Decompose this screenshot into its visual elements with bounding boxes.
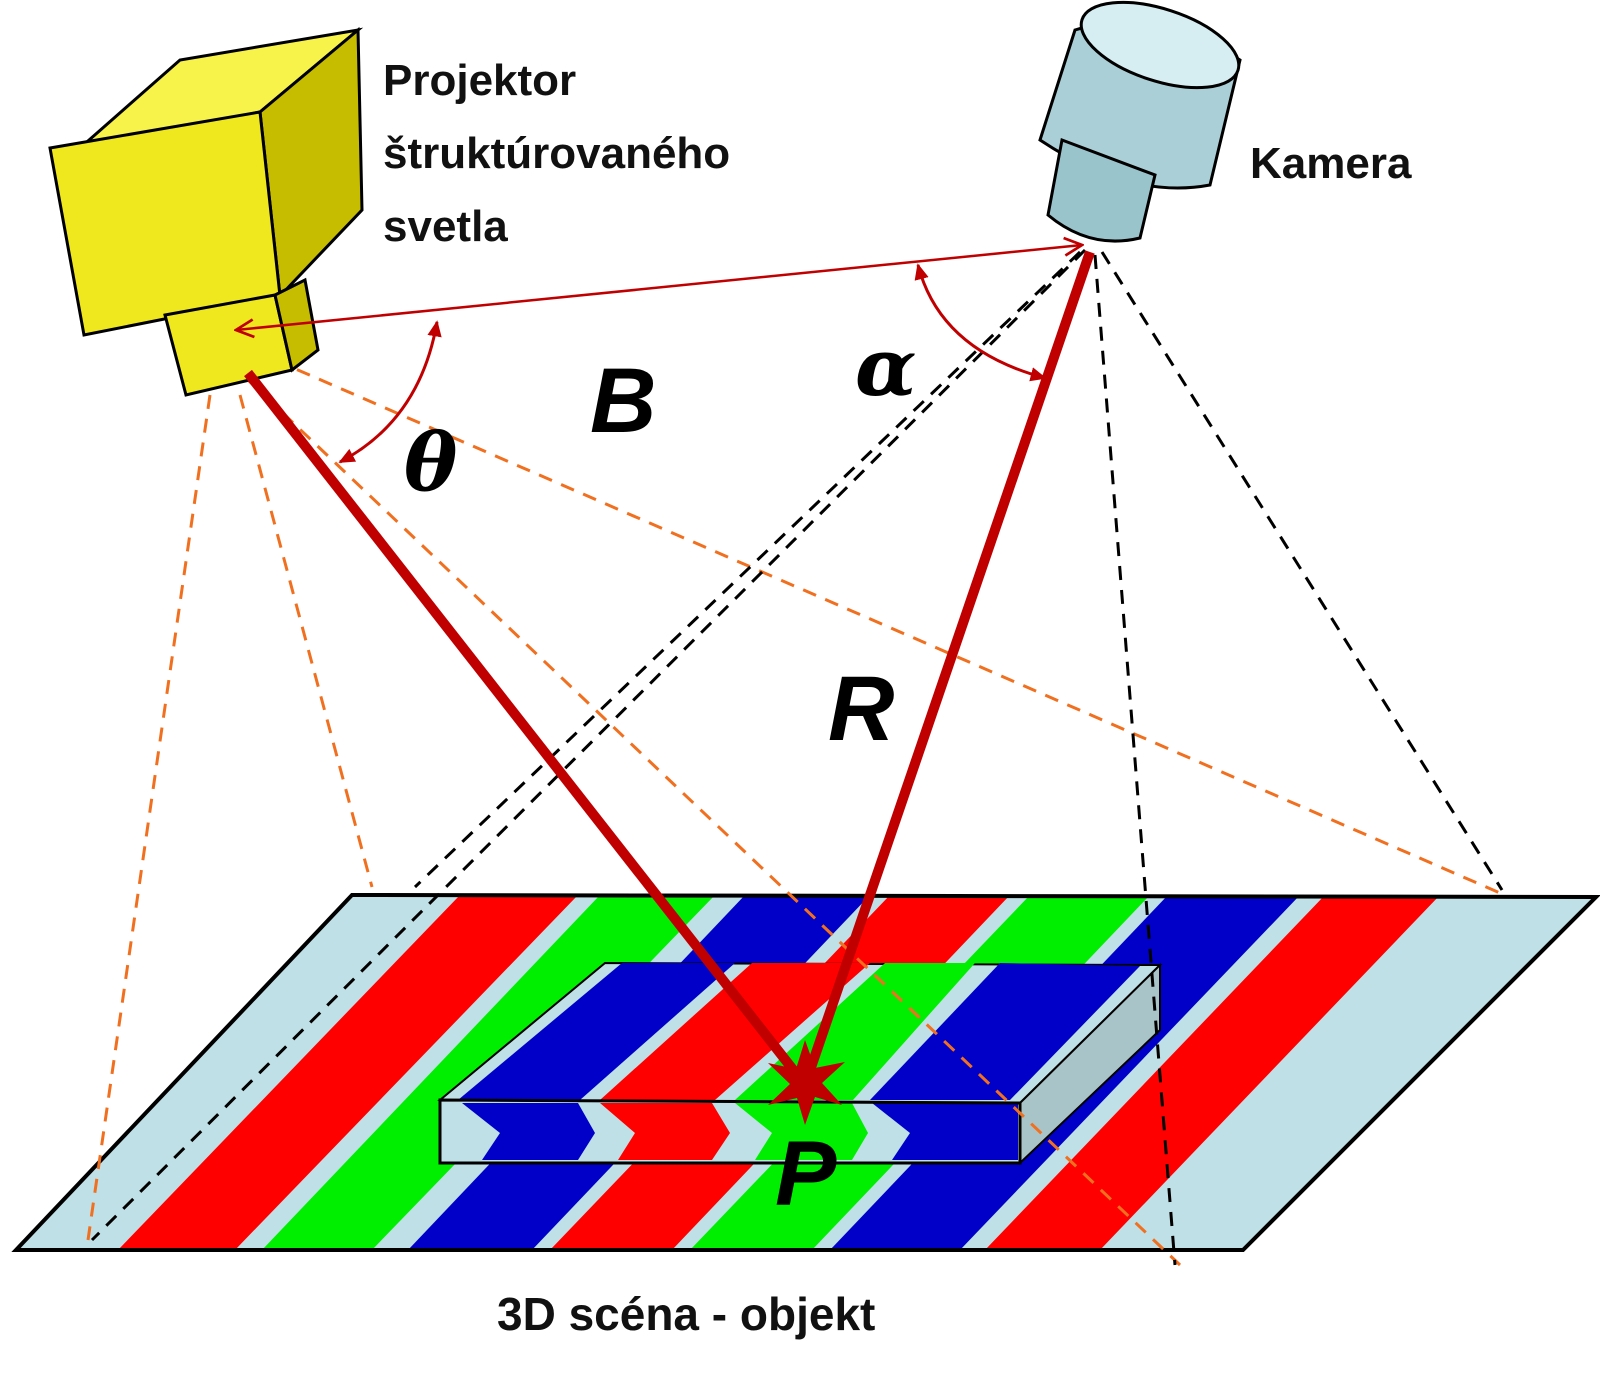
alpha-symbol: α (855, 320, 917, 414)
camera-ray (800, 250, 1095, 1087)
alpha-angle-arc (914, 263, 1047, 382)
projector-label-line1: Projektor (383, 56, 576, 105)
camera-label: Kamera (1250, 139, 1412, 188)
scene-object (437, 961, 1163, 1166)
point-symbol: P (775, 1123, 837, 1225)
projector-label-line3: svetla (383, 202, 508, 251)
plane-stripe-red (985, 895, 1440, 1250)
projector-ray (244, 369, 809, 1089)
projector-label-line2: štruktúrovaného (383, 129, 730, 178)
theta-symbol: θ (404, 415, 458, 509)
projector-icon (48, 26, 364, 397)
theta-angle-arc (338, 320, 442, 464)
measured-point-burst (768, 1040, 845, 1125)
range-symbol: R (828, 658, 894, 760)
plane-stripe-red (118, 895, 578, 1250)
baseline-symbol: B (590, 350, 656, 452)
projector-frustum (86, 358, 1501, 1267)
camera-icon (1038, 0, 1242, 243)
baseline-line (236, 245, 1082, 330)
scene-label: 3D scéna - objekt (497, 1288, 875, 1340)
